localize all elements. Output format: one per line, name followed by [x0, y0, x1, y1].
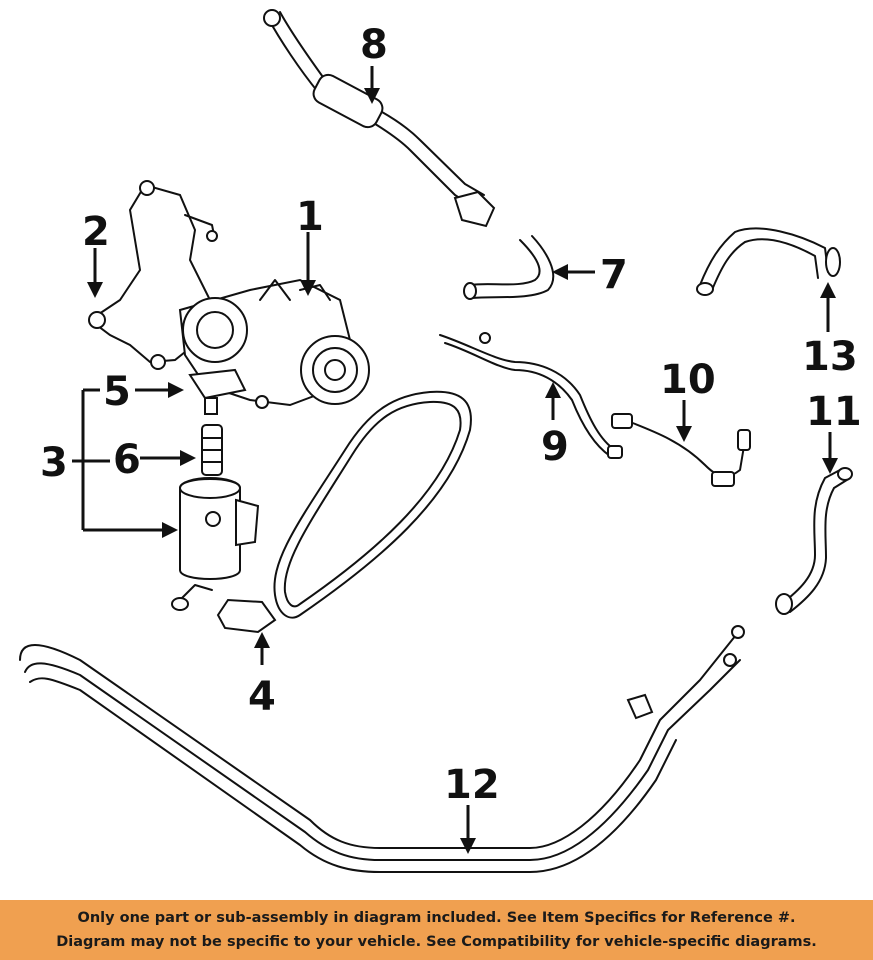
part-4-drive-belt — [216, 390, 472, 634]
callout-labels: 1 2 3 4 5 6 7 8 9 10 11 12 13 — [40, 22, 862, 808]
callout-3: 3 — [40, 440, 68, 486]
callout-5: 5 — [103, 369, 131, 415]
part-8-pressure-hose — [263, 9, 496, 228]
callout-1: 1 — [296, 194, 324, 240]
part-3-reservoir — [171, 477, 260, 611]
disclaimer-line-2: Diagram may not be specific to your vehi… — [56, 934, 817, 950]
callout-7: 7 — [600, 252, 628, 298]
leader-lines — [72, 66, 838, 854]
part-1-power-steering-pump — [178, 278, 370, 409]
part-13-hose — [696, 227, 841, 296]
callout-6: 6 — [113, 437, 141, 483]
part-12-cooler-lines — [19, 625, 745, 873]
disclaimer-banner: Only one part or sub-assembly in diagram… — [0, 900, 873, 960]
part-9-pressure-line — [439, 332, 623, 459]
callout-4: 4 — [248, 674, 276, 720]
part-11-hose — [775, 467, 853, 615]
part-10-pressure-sensor — [611, 413, 751, 487]
callout-11: 11 — [806, 389, 862, 435]
callout-12: 12 — [444, 762, 500, 808]
callout-2: 2 — [82, 209, 110, 255]
power-steering-parts-diagram: 1 2 3 4 5 6 7 8 9 10 11 12 13 — [19, 9, 862, 873]
part-6-filter-screen — [201, 397, 223, 476]
callout-8: 8 — [360, 22, 388, 68]
callout-13: 13 — [802, 334, 858, 380]
callout-10: 10 — [660, 357, 716, 403]
callout-9: 9 — [541, 424, 569, 470]
part-7-return-hose — [463, 235, 555, 300]
disclaimer-line-1: Only one part or sub-assembly in diagram… — [77, 910, 796, 926]
